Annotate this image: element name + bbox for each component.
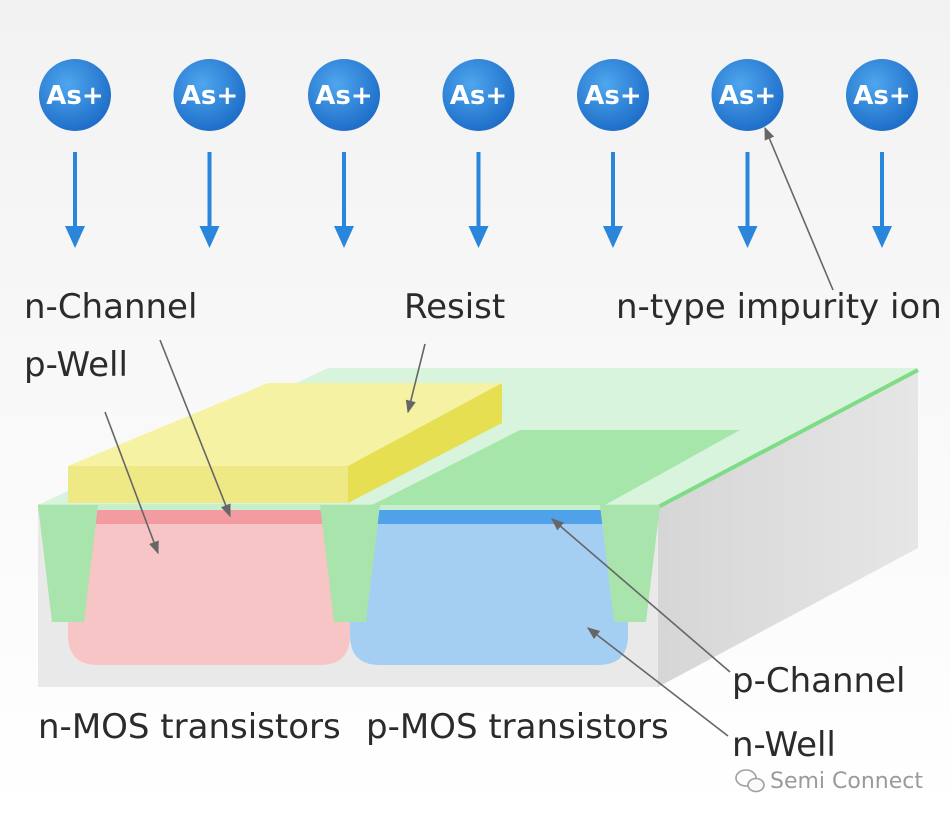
label-p-well: p-Well [24, 345, 128, 385]
down-arrow-icon [199, 152, 220, 248]
ion: As+ [173, 59, 246, 248]
leader-p-channel [551, 518, 731, 673]
ion-label: As+ [181, 81, 238, 111]
isolation-left [38, 505, 98, 622]
ion: As+ [308, 59, 380, 248]
label-n-well: n-Well [732, 725, 836, 765]
label-n-channel: n-Channel [24, 287, 197, 327]
label-pmos-transistors: p-MOS transistors [366, 707, 669, 747]
pmos-surface [372, 430, 740, 505]
leader-resist [405, 343, 426, 414]
label-resist: Resist [404, 287, 505, 327]
ion: As+ [577, 59, 649, 248]
ion-circle [711, 59, 784, 131]
ion-label: As+ [450, 81, 507, 111]
ion: As+ [39, 59, 111, 248]
leader-p-well [104, 411, 159, 555]
ion: As+ [846, 59, 918, 248]
ion-circle [308, 59, 380, 131]
ion-label: As+ [853, 81, 910, 111]
ion-label: As+ [315, 81, 372, 111]
ion-label: As+ [46, 81, 103, 111]
down-arrow-icon [334, 152, 354, 248]
ion: As+ [711, 59, 784, 248]
ion-row: As+ As+ As+ As+ As+ As+ As+ [39, 59, 918, 248]
ion-circle [39, 59, 111, 131]
leader-n-well [586, 627, 729, 737]
ion-circle [442, 59, 515, 131]
isolation-middle [320, 505, 380, 622]
p-well-region [68, 512, 350, 665]
label-p-channel: p-Channel [732, 661, 905, 701]
watermark: Semi Connect [735, 769, 923, 794]
ion-label: As+ [719, 81, 776, 111]
leader-n-channel [159, 339, 231, 518]
n-channel-strip [93, 510, 325, 524]
down-arrow-icon [468, 152, 489, 248]
p-channel-strip [375, 510, 607, 524]
isolation-right [600, 505, 660, 622]
watermark-text: Semi Connect [770, 769, 923, 794]
down-arrow-icon [872, 152, 892, 248]
substrate-side-face [658, 370, 918, 687]
leader-ion [764, 126, 834, 291]
ion-label: As+ [584, 81, 641, 111]
down-arrow-icon [737, 152, 758, 248]
down-arrow-icon [603, 152, 623, 248]
wechat-icon [735, 769, 765, 793]
label-nmos-transistors: n-MOS transistors [38, 707, 341, 747]
ion-circle [173, 59, 246, 131]
ion-circle [846, 59, 918, 131]
resist-block [68, 383, 502, 503]
label-n-type-impurity-ion: n-type impurity ion [616, 287, 942, 327]
n-well-region [350, 512, 628, 665]
leader-lines [104, 126, 834, 737]
ion: As+ [442, 59, 515, 248]
ion-circle [577, 59, 649, 131]
down-arrow-icon [65, 152, 85, 248]
